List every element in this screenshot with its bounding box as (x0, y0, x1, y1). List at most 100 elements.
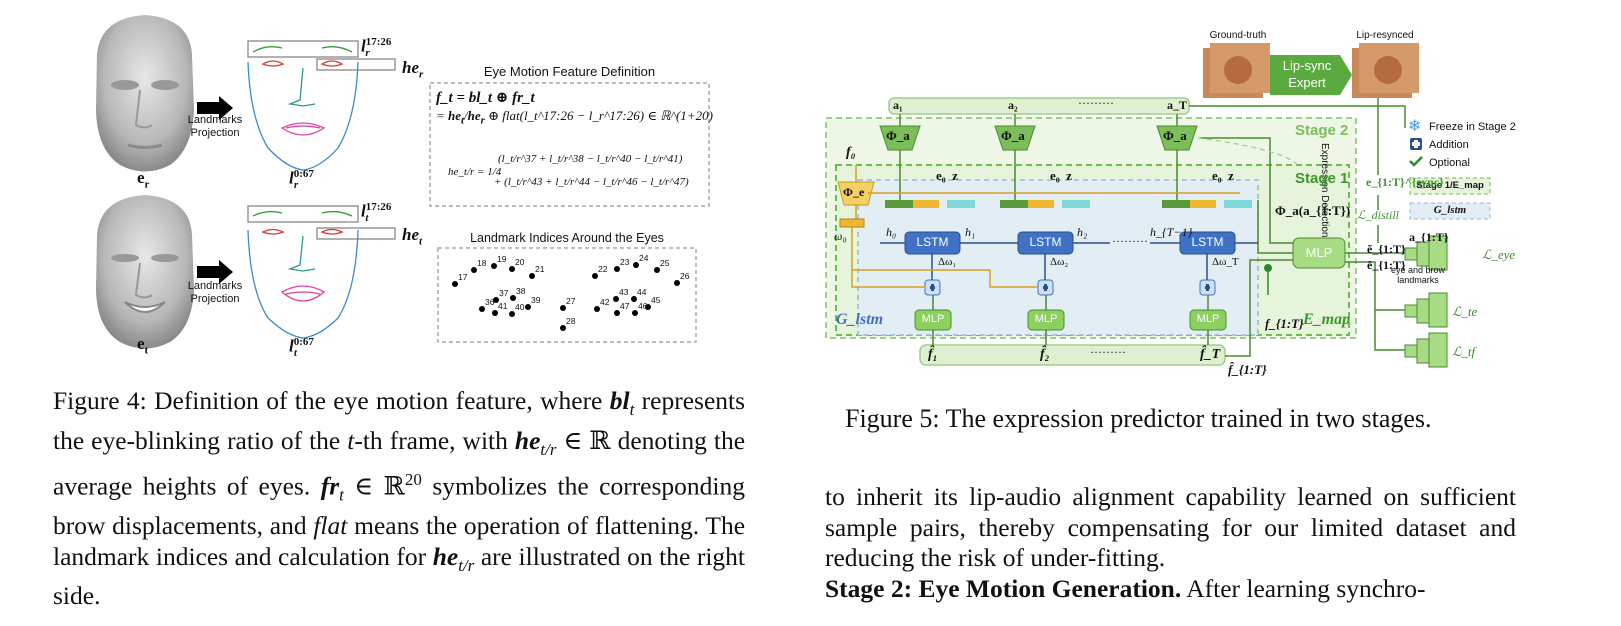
landmark-index-42: 42 (600, 297, 610, 307)
f-hat-T: f̂_T (1200, 347, 1221, 362)
landmark-index-39: 39 (531, 295, 541, 305)
mlp-label-T: MLP (1196, 313, 1220, 325)
legend: ❄ (1408, 116, 1491, 220)
discriminators (1404, 235, 1448, 368)
equation-2: = het/her ⊕ flat(l_t^17:26 − l_r^17:26) … (436, 108, 713, 127)
lip-sync-expert (1270, 55, 1352, 95)
landmarks-target (247, 205, 396, 339)
legend-stage1: Stage 1/E_map (1416, 180, 1484, 191)
lip-resynced-label: Lip-resynced (1356, 30, 1414, 41)
he-t-label: het (402, 225, 423, 248)
landmark-index-25: 25 (660, 258, 670, 268)
landmark-dot-20 (509, 266, 515, 272)
phi-a-label-T: Φ_a (1163, 128, 1187, 143)
h0-label: h₀ (886, 225, 897, 239)
projection-arrow-bottom (197, 260, 233, 284)
landmark-index-47: 47 (620, 301, 630, 311)
stage-2-label: Stage 2 (1295, 122, 1349, 139)
concat-features (885, 200, 1252, 208)
a2-label: a₂ (1008, 98, 1018, 112)
h2-label: h₂ (1077, 225, 1088, 239)
mlp-label-1: MLP (921, 313, 945, 325)
audio-dots: ········· (1078, 96, 1114, 110)
svg-text:❄: ❄ (1408, 116, 1421, 135)
landmark-index-27: 27 (566, 296, 576, 306)
landmark-dot-44 (631, 296, 637, 302)
hT1-label: h_{T−1} (1150, 225, 1193, 239)
phi-a-encoder-1 (879, 125, 921, 151)
landmark-index-37: 37 (499, 288, 509, 298)
mlp-label-2: MLP (1034, 313, 1058, 325)
projection-label-bottom: Landmarks Projection (187, 280, 243, 305)
landmark-dot-21 (529, 273, 535, 279)
landmark-dot-24 (633, 262, 639, 268)
glstm-label: G_lstm (836, 311, 884, 328)
landmark-index-40: 40 (515, 302, 525, 312)
landmark-dot-17 (452, 281, 458, 287)
face-t-label: et (137, 334, 149, 357)
lip-sync-expert-label: Lip-sync Expert (1282, 58, 1332, 90)
face-ref-label: er (137, 168, 150, 191)
lstm-label-2: LSTM (1029, 235, 1062, 249)
e-hat-label: ê_{1:T} (1367, 258, 1406, 272)
a1-label: a₁ (893, 98, 903, 112)
landmark-index-45: 45 (651, 295, 661, 305)
landmark-index-26: 26 (680, 271, 690, 281)
landmark-index-44: 44 (637, 287, 647, 297)
landmark-dot-43 (613, 296, 619, 302)
landmark-index-43: 43 (619, 287, 629, 297)
landmark-dot-40 (509, 311, 515, 317)
lstm-label-1: LSTM (916, 235, 949, 249)
landmark-dot-19 (491, 263, 497, 269)
landmark-index-dots (452, 262, 680, 331)
landmark-full-ref-label: l0:67r (289, 168, 314, 192)
phi-a-label-2: Φ_a (1001, 128, 1025, 143)
aT-label: a_T (1167, 98, 1188, 112)
loss-eye: ℒ_eye (1482, 247, 1516, 262)
figure-4-caption: Figure 4: Definition of the eye motion f… (53, 386, 746, 611)
e0-label-1: e₀ z (936, 168, 958, 183)
lstm-dots: ········· (1112, 234, 1148, 248)
landmark-index-18: 18 (477, 258, 487, 268)
he-ref-label: her (402, 58, 424, 81)
output-dots: ········· (1090, 345, 1126, 359)
landmark-dot-47 (614, 310, 620, 316)
omega0-label: ω₀ (834, 229, 847, 243)
landmark-index-46: 46 (638, 301, 648, 311)
phi-a-label-1: Φ_a (886, 128, 910, 143)
equation-1: f_t = bl_t ⊕ fr_t (436, 90, 535, 106)
lstm-label-T: LSTM (1191, 235, 1224, 249)
body-paragraph: to inherit its lip-audio alignment capab… (825, 482, 1516, 603)
landmark-dot-41 (492, 310, 498, 316)
projection-arrow-top (197, 96, 233, 120)
indices-box (437, 247, 697, 343)
landmark-dot-38 (510, 295, 516, 301)
landmark-index-38: 38 (516, 286, 526, 296)
phi-a-seq-label: Φ_a(a_{1:T}) (1275, 203, 1351, 218)
l-distill-label: ℒ_distill (1357, 208, 1399, 222)
figure-5-caption: Figure 5: The expression predictor train… (845, 404, 1432, 433)
landmark-dot-37 (493, 297, 499, 303)
definition-title: Eye Motion Feature Definition (483, 64, 656, 79)
loss-te: ℒ_te (1452, 304, 1478, 319)
landmark-index-22: 22 (598, 264, 608, 274)
output-feature-row (919, 344, 1226, 366)
projection-label-top: Landmarks Projection (187, 114, 243, 139)
landmark-dot-26 (674, 280, 680, 286)
legend-addition: Addition (1429, 139, 1469, 151)
phi-e-label: Φ_e (843, 185, 865, 199)
phi-a-encoder-2 (994, 125, 1036, 151)
landmark-dot-36 (479, 306, 485, 312)
omega-0-feature (839, 218, 865, 228)
reference-face-image (96, 15, 194, 172)
phi-e-encoder (837, 181, 875, 206)
landmark-index-28: 28 (566, 316, 576, 326)
f-hat-1: f̂₁ (928, 347, 938, 362)
landmark-dot-39 (525, 304, 531, 310)
landmark-dot-45 (645, 304, 651, 310)
f0-label: f₀ (846, 145, 856, 160)
landmark-dot-23 (614, 266, 620, 272)
equation-3-lhs: he_t/r = 1/4 (448, 166, 502, 178)
landmark-index-41: 41 (498, 301, 508, 311)
landmark-dot-22 (592, 273, 598, 279)
